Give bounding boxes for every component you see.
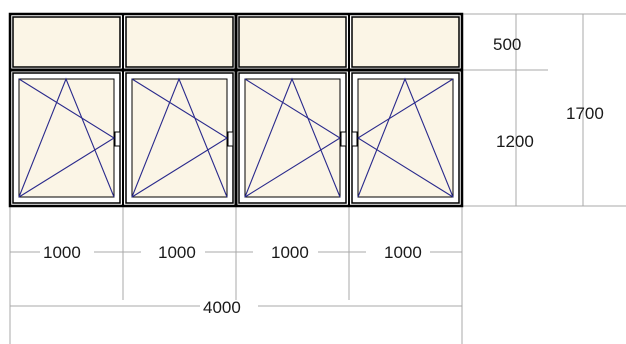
transom-height-label: 500 bbox=[493, 35, 521, 54]
panel-width-label-2: 1000 bbox=[158, 243, 196, 262]
transom-panel-4 bbox=[351, 16, 460, 68]
turn-symbol bbox=[356, 78, 454, 198]
turn-symbol bbox=[18, 78, 116, 198]
transom-row bbox=[12, 16, 460, 68]
handle-icon bbox=[351, 131, 358, 147]
sash-row bbox=[12, 72, 460, 204]
transom-panel-1 bbox=[12, 16, 121, 68]
tilt-symbol bbox=[131, 77, 228, 198]
sash-4-glass bbox=[357, 78, 454, 198]
handles bbox=[114, 131, 358, 147]
sash-2-glass bbox=[131, 78, 228, 198]
transom-panel-2 bbox=[125, 16, 234, 68]
total-height-label: 1700 bbox=[566, 104, 604, 123]
sash-1-glass bbox=[18, 78, 115, 198]
panel-width-label-4: 1000 bbox=[384, 243, 422, 262]
total-width-label: 4000 bbox=[203, 298, 241, 317]
handle-icon bbox=[340, 131, 347, 147]
opening-symbols bbox=[18, 77, 454, 198]
sash-height-label: 1200 bbox=[496, 132, 534, 151]
tilt-symbol bbox=[244, 77, 341, 198]
panel-width-label-3: 1000 bbox=[271, 243, 309, 262]
panel-width-label-1: 1000 bbox=[43, 243, 81, 262]
turn-symbol bbox=[131, 78, 229, 198]
tilt-symbol bbox=[357, 77, 454, 198]
tilt-symbol bbox=[18, 77, 115, 198]
turn-symbol bbox=[244, 78, 342, 198]
handle-icon bbox=[227, 131, 234, 147]
mullions bbox=[122, 14, 350, 206]
transom-panel-3 bbox=[238, 16, 347, 68]
handle-icon bbox=[114, 131, 121, 147]
dimension-lines bbox=[9, 13, 626, 344]
sash-3-glass bbox=[244, 78, 341, 198]
